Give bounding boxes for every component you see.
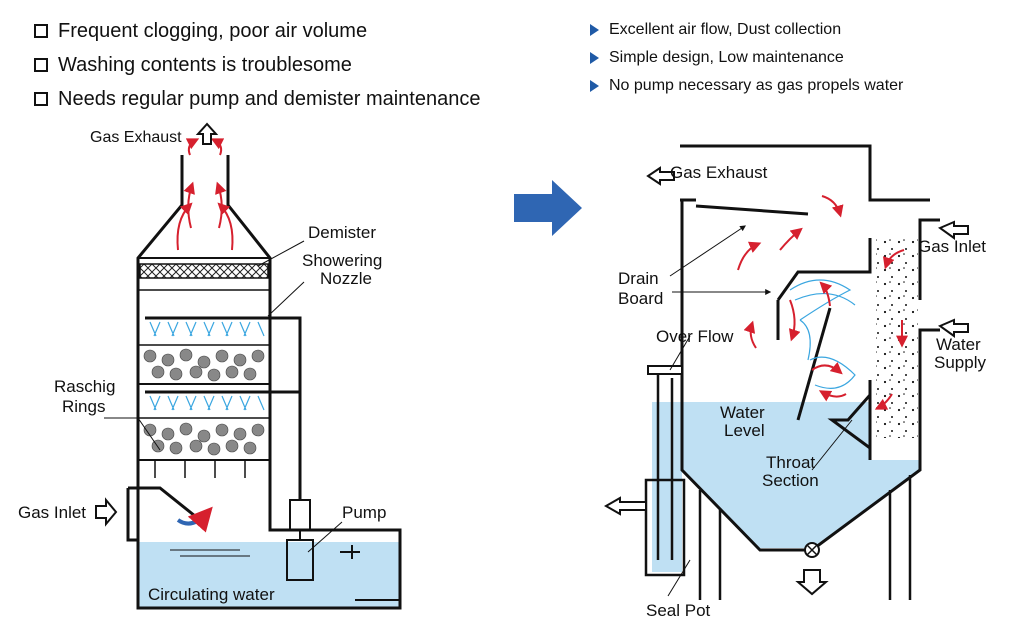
benefit-item: Simple design, Low maintenance [590,44,903,72]
water-supply-label-2: Supply [934,353,986,372]
support-legs [698,475,912,600]
checkbox-icon [34,92,48,106]
right-gas-inlet-label: Gas Inlet [918,237,986,256]
drawback-text: Needs regular pump and demister maintena… [58,87,481,110]
triangle-bullet-icon [590,80,599,92]
water-supply-label-1: Water [936,335,981,354]
water-level-label-2: Level [724,421,765,440]
water-level-label-1: Water [720,403,765,422]
nozzle-spray-upper [149,321,265,337]
board-label: Board [618,289,663,308]
throat-section [827,380,872,460]
triangle-bullet-icon [590,24,599,36]
nozzle-label: Nozzle [320,269,372,288]
drain-down-arrow-icon [795,569,829,596]
demister-label: Demister [308,223,376,242]
right-gas-inlet-arrow-icon [937,220,969,240]
rings-label: Rings [62,397,105,416]
over-flow-label: Over Flow [656,327,734,346]
dust-particles [876,238,918,438]
benefit-text: Excellent air flow, Dust collection [609,21,842,38]
seal-pot-outlet-arrow-icon [603,496,647,516]
tower-outline [136,155,402,610]
seal-pot-label: Seal Pot [646,601,711,620]
seal-pot [644,478,686,577]
recirculation-pipe [292,316,302,500]
drawback-text: Frequent clogging, poor air volume [58,19,368,42]
gas-flow-arrows [737,195,908,410]
checkbox-icon [34,58,48,72]
drawback-item: Needs regular pump and demister maintena… [34,82,480,116]
showering-label: Showering [302,251,382,270]
benefits-list: Excellent air flow, Dust collection Simp… [590,16,903,100]
raschig-rings-lower [143,422,265,456]
drain-label: Drain [618,269,659,288]
throat-label-2: Section [762,471,819,490]
benefit-item: No pump necessary as gas propels water [590,72,903,100]
inlet-flow-arrow [176,506,213,533]
scrubber-water-fill [682,402,920,548]
liquid-distributors [154,460,246,478]
scrubber-top-outline [680,144,930,202]
pump-body [289,499,311,531]
drawback-text: Washing contents is troublesome [58,53,352,76]
left-gas-exhaust-label: Gas Exhaust [90,129,182,146]
drawback-item: Washing contents is troublesome [34,48,480,82]
venturi-inner-wall [776,238,872,301]
drawback-item: Frequent clogging, poor air volume [34,14,480,48]
pump-label: Pump [342,503,386,522]
drain-board [695,204,809,216]
venturi-scrubber-diagram: Gas Exhaust Gas Inlet Drain Board Over F… [603,144,986,620]
gas-inlet-duct [126,486,201,542]
checkbox-icon [34,24,48,38]
pump-valves [340,545,400,601]
raschig-label: Raschig [54,377,115,396]
benefit-text: No pump necessary as gas propels water [609,77,904,94]
nozzle-spray-lower [149,395,265,411]
right-gas-exhaust-label: Gas Exhaust [670,163,768,182]
gas-inlet-arrow-icon [95,497,118,527]
benefit-text: Simple design, Low maintenance [609,49,844,66]
raschig-rings-upper [143,348,265,382]
demister-mesh [139,263,269,279]
benefit-item: Excellent air flow, Dust collection [590,16,903,44]
circulating-water-label: Circulating water [148,585,275,604]
water-supply-arrow-icon [937,318,969,338]
left-gas-inlet-label: Gas Inlet [18,503,86,522]
exhaust-up-arrow-icon [195,122,219,145]
packed-tower-diagram: Gas Exhaust Demister Showering Nozzle Ra… [18,122,402,610]
right-gas-exhaust-arrow-icon [646,166,675,186]
transition-arrow-icon [514,180,582,236]
drawbacks-list: Frequent clogging, poor air volume Washi… [34,14,480,116]
triangle-bullet-icon [590,52,599,64]
throat-label-1: Throat [766,453,815,472]
